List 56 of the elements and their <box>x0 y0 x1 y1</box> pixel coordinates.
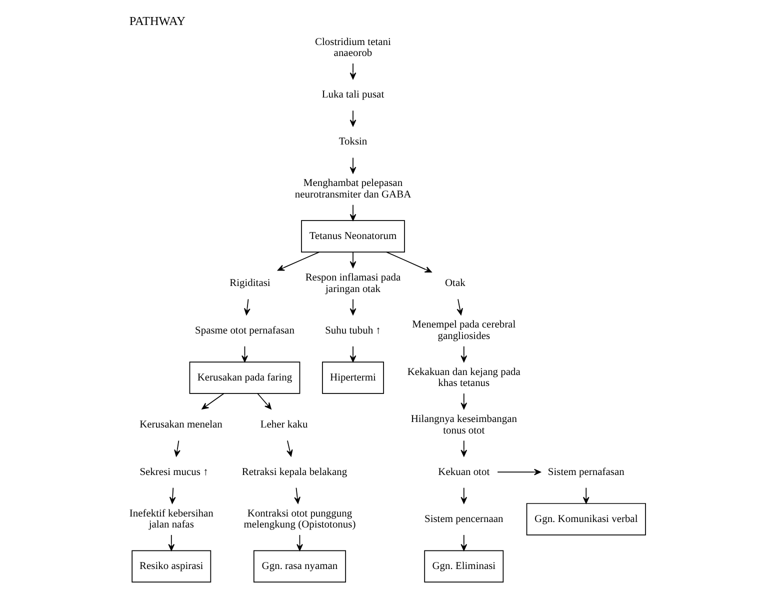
arrow <box>460 534 468 551</box>
arrow <box>244 298 250 316</box>
node-box: Resiko aspirasi <box>132 550 212 583</box>
arrow <box>460 487 468 504</box>
node-text: Clostridium tetani anaeorob <box>315 36 391 60</box>
arrow <box>257 393 272 410</box>
node-text: Respon inflamasi pada jaringan otak <box>305 272 401 295</box>
node-box: Tetanus Neonatorum <box>301 220 405 252</box>
node-text: Hilangnya keseimbangan tonus otot <box>410 414 517 436</box>
node-box: Kerusakan pada faring <box>189 362 300 394</box>
diagram-title: PATHWAY <box>129 14 186 28</box>
arrow <box>278 252 320 271</box>
node-box: Ggn. Komunikasi verbal <box>526 503 646 536</box>
arrow <box>350 252 356 268</box>
arrow <box>460 346 468 362</box>
arrow <box>350 63 356 80</box>
arrow <box>350 157 356 174</box>
node-text: Luka tali pusat <box>322 90 384 101</box>
arrow <box>242 346 248 362</box>
arrow <box>456 298 463 316</box>
arrow <box>350 298 356 316</box>
node-text: Otak <box>444 278 466 290</box>
node-box: Ggn. Eliminasi <box>424 550 504 583</box>
node-text: Sekresi mucus ↑ <box>140 466 208 478</box>
arrow <box>294 487 300 504</box>
node-text: Inefektif kebersihan jalan nafas <box>129 508 214 531</box>
arrow <box>497 468 541 476</box>
arrow <box>296 534 303 551</box>
node-text: Sistem pencernaan <box>424 514 504 525</box>
node-text: Kekuan otot <box>438 466 490 478</box>
node-box: Ggn. rasa nyaman <box>253 550 346 583</box>
node-text: Sistem pernafasan <box>548 466 624 478</box>
arrow <box>202 393 224 410</box>
arrow <box>174 440 180 457</box>
arrow <box>350 204 356 221</box>
node-text: Spasme otot pernafasan <box>195 325 294 336</box>
arrow <box>350 110 356 127</box>
node-text: Kekakuan dan kejang pada khas tetanus <box>407 366 520 390</box>
arrow <box>286 440 293 457</box>
node-text: Kerusakan menelan <box>140 420 222 431</box>
node-text: Menghambat pelepasan neurotransmiter dan GABA <box>294 178 412 201</box>
node-text: Rigiditasi <box>230 278 270 290</box>
arrow <box>460 393 468 410</box>
arrow <box>582 487 590 504</box>
node-text: Toksin <box>338 136 368 148</box>
node-text: Retraksi kepala belakang <box>242 466 348 478</box>
node-text: Suhu tubuh ↑ <box>325 325 381 336</box>
node-text: Kontraksi otot punggung melengkung (Opistotonus) <box>244 508 356 531</box>
node-box: Hipertermi <box>322 362 384 394</box>
arrow <box>460 440 468 457</box>
arrow <box>350 346 356 362</box>
arrow <box>169 487 176 504</box>
node-text: Leher kaku <box>260 420 308 431</box>
arrow <box>386 252 432 272</box>
node-text: Menempel pada cerebral gangliosides <box>412 320 516 342</box>
arrow <box>168 534 175 551</box>
